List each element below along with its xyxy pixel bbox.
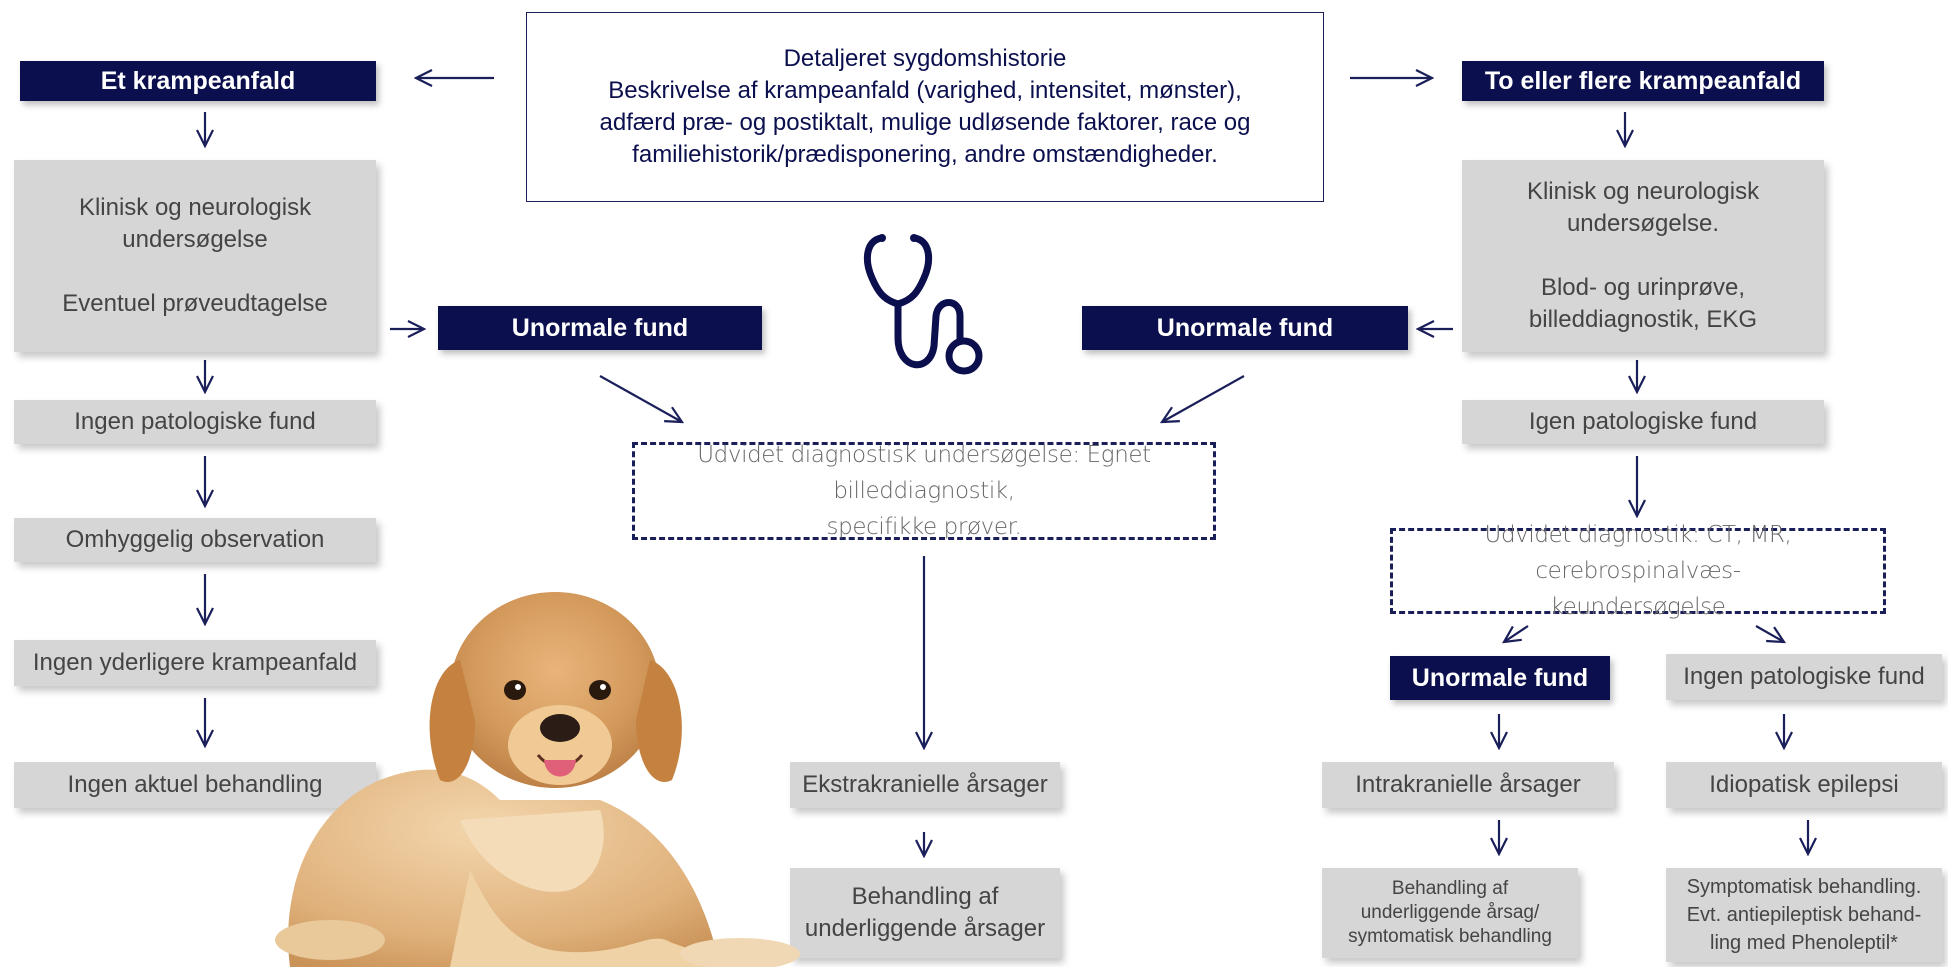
right-exam-line: undersøgelse. bbox=[1566, 210, 1720, 237]
right-tests-line: Blod- og urinprøve, bbox=[1540, 274, 1746, 301]
left-no-findings: Ingen patologiske fund bbox=[14, 400, 376, 444]
center-extended-line: specifikke prøver. bbox=[826, 514, 1022, 540]
history-line: adfærd præ- og postiktalt, mulige udløse… bbox=[599, 109, 1251, 136]
center-extended-line: Udvidet diagnostisk undersøgelse: Egnet … bbox=[697, 442, 1151, 504]
history-line: Beskrivelse af krampeanfald (varighed, i… bbox=[608, 77, 1242, 104]
left-header: Et krampeanfald bbox=[20, 61, 376, 101]
center-treatment-line: underliggende årsager bbox=[804, 915, 1046, 942]
center-extended-box: Udvidet diagnostisk undersøgelse: Egnet … bbox=[632, 442, 1216, 540]
right-treat-idio-box: Symptomatisk behandling. Evt. antiepilep… bbox=[1666, 868, 1942, 962]
treat-intra-line: underliggende årsag/ bbox=[1360, 902, 1540, 923]
left-exam-line: undersøgelse bbox=[122, 226, 268, 253]
left-exam-line: Klinisk og neurologisk bbox=[78, 194, 312, 221]
right-extended-box: Udvidet diagnostik: CT, MR, cerebrospina… bbox=[1390, 522, 1886, 620]
left-observation: Omhyggelig observation bbox=[14, 518, 376, 562]
dog-photo bbox=[275, 592, 800, 967]
treat-idio-line: ling med Phenoleptil* bbox=[1710, 932, 1898, 954]
right-extended-line: Udvidet diagnostik: CT, MR, cerebrospina… bbox=[1484, 522, 1792, 584]
center-treatment-box: Behandling af underliggende årsager bbox=[790, 868, 1060, 958]
right-intracranial: Intrakranielle årsager bbox=[1322, 762, 1614, 808]
left-no-more: Ingen yderligere krampeanfald bbox=[14, 640, 376, 686]
treat-idio-line: Evt. antiepileptisk behand- bbox=[1686, 904, 1922, 926]
treat-intra-line: symtomatisk behandling bbox=[1348, 926, 1552, 947]
right-abnormal-2: Unormale fund bbox=[1390, 656, 1610, 700]
right-exam-line: Klinisk og neurologisk bbox=[1526, 178, 1760, 205]
history-title: Detaljeret sygdomshistorie bbox=[783, 45, 1067, 72]
left-no-treatment: Ingen aktuel behandling bbox=[14, 762, 376, 808]
center-extracranial: Ekstrakranielle årsager bbox=[790, 762, 1060, 808]
right-header: To eller flere krampeanfald bbox=[1462, 61, 1824, 101]
right-extended-line: keundersøgelse bbox=[1550, 594, 1726, 620]
history-box: Detaljeret sygdomshistorie Beskrivelse a… bbox=[526, 12, 1324, 202]
right-no-findings-2: Ingen patologiske fund bbox=[1666, 654, 1942, 700]
treat-idio-line: Symptomatisk behandling. bbox=[1686, 876, 1922, 898]
center-treatment-line: Behandling af bbox=[851, 883, 999, 910]
left-exam-box: Klinisk og neurologisk undersøgelse Even… bbox=[14, 160, 376, 352]
history-line: familiehistorik/prædisponering, andre om… bbox=[632, 141, 1218, 168]
right-idiopathic: Idiopatisk epilepsi bbox=[1666, 762, 1942, 808]
right-exam-box: Klinisk og neurologisk undersøgelse. Blo… bbox=[1462, 160, 1824, 352]
right-treat-intra-box: Behandling af underliggende årsag/ symto… bbox=[1322, 868, 1578, 958]
left-exam-extra: Eventuel prøveudtagelse bbox=[62, 290, 328, 317]
stethoscope-icon bbox=[863, 234, 983, 375]
treat-intra-line: Behandling af bbox=[1391, 878, 1509, 899]
right-tests-line: billeddiagnostik, EKG bbox=[1528, 306, 1758, 333]
right-no-findings: Igen patologiske fund bbox=[1462, 400, 1824, 444]
right-abnormal: Unormale fund bbox=[1082, 306, 1408, 350]
left-abnormal: Unormale fund bbox=[438, 306, 762, 350]
